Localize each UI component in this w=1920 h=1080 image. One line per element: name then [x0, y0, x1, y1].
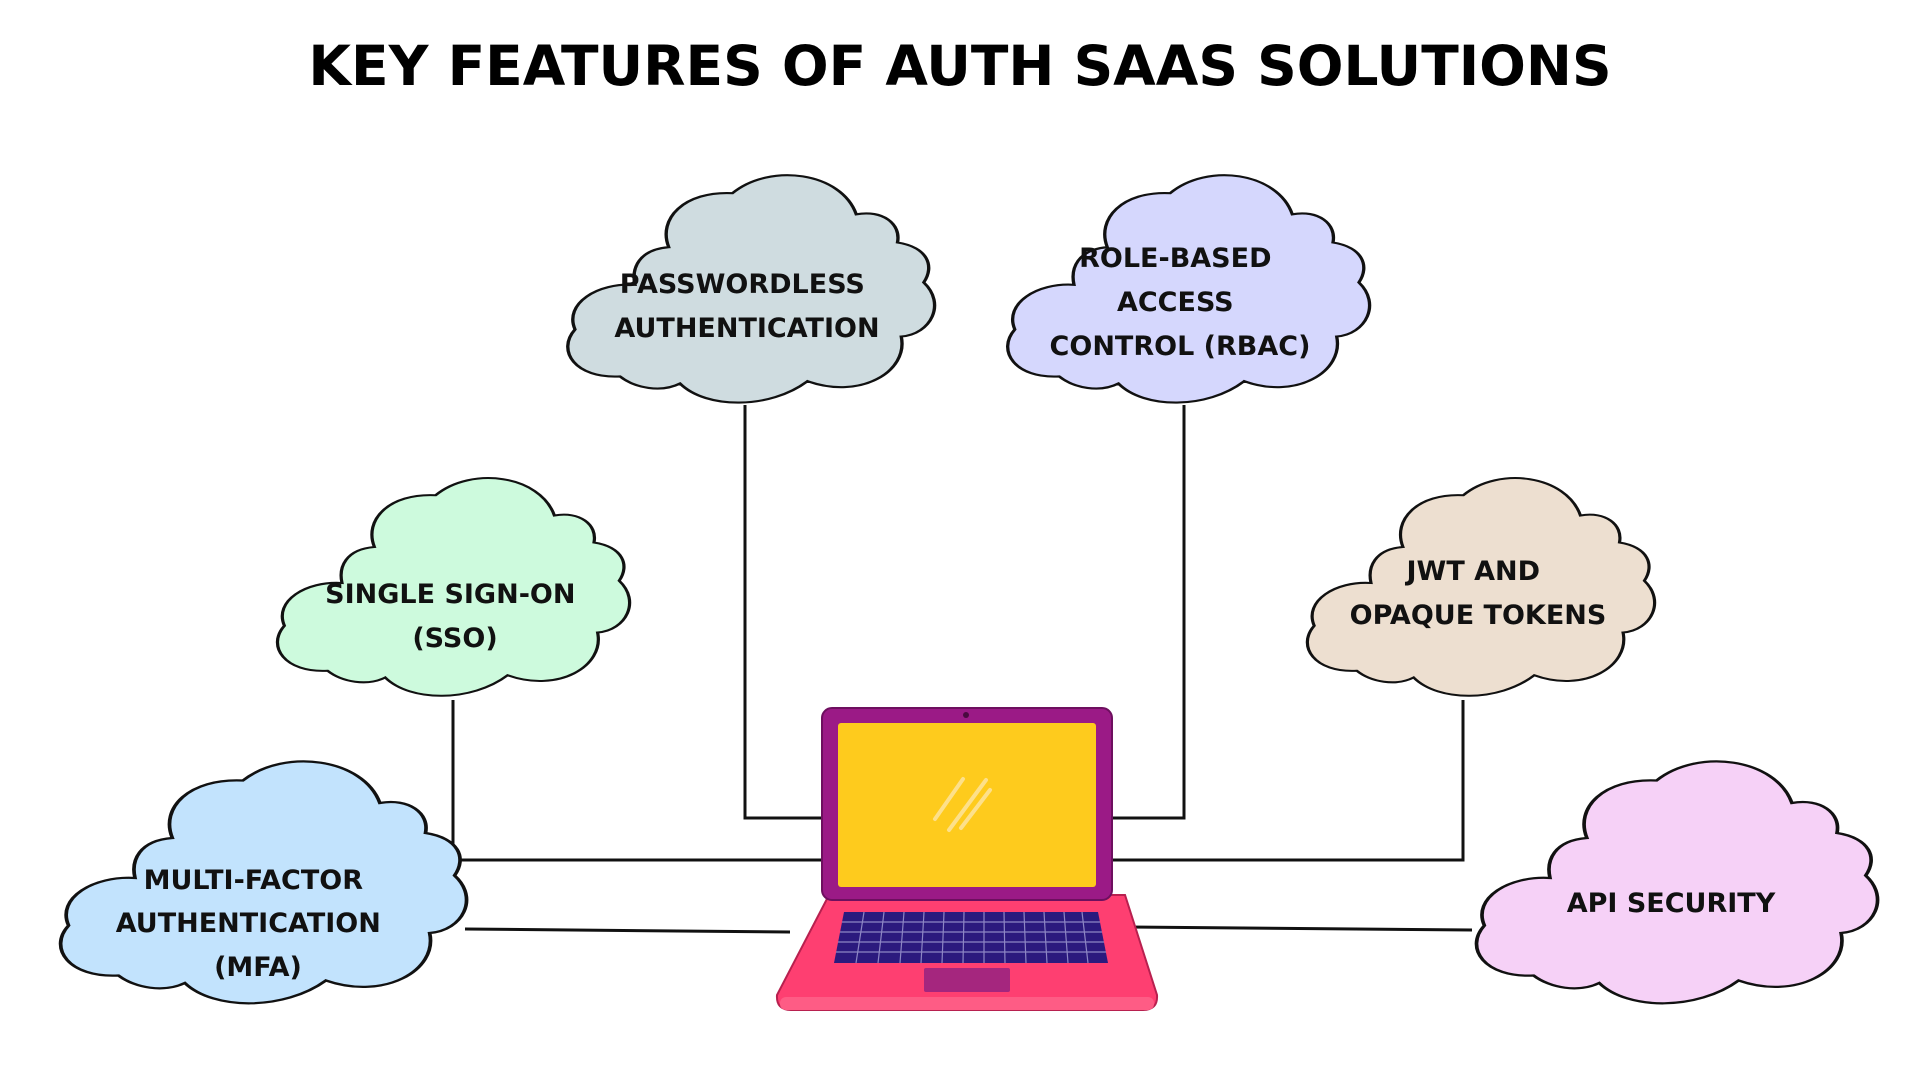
cloud-mfa: MULTI-FACTOR AUTHENTICATION (MFA): [61, 761, 467, 1003]
laptop-camera: [963, 712, 969, 718]
connector-api: [1124, 925, 1473, 932]
connector-jwt: [1112, 700, 1465, 862]
cloud-jwt: JWT AND OPAQUE TOKENS: [1305, 476, 1657, 698]
page-title: KEY FEATURES OF AUTH SAAS SOLUTIONS: [308, 34, 1612, 98]
screen-glare: [933, 777, 992, 832]
connector-sso: [451, 700, 822, 862]
cloud-passwordless-label: PASSWORDLESS AUTHENTICATION: [614, 269, 879, 344]
laptop-trackpad: [924, 968, 1010, 992]
laptop-base-lip: [780, 997, 1154, 1010]
connector-passwordless: [743, 405, 822, 820]
connector-rbac: [1112, 405, 1186, 820]
cloud-api-label: API SECURITY: [1567, 888, 1776, 919]
cloud-api-shape: [1477, 761, 1878, 1003]
cloud-mfa-label: MULTI-FACTOR AUTHENTICATION (MFA): [116, 865, 391, 983]
keyboard-keys: [836, 911, 1106, 964]
cloud-rbac: ROLE-BASED ACCESS CONTROL (RBAC): [1005, 173, 1372, 405]
cloud-sso-label: SINGLE SIGN-ON (SSO): [325, 579, 585, 654]
cloud-sso: SINGLE SIGN-ON (SSO): [275, 476, 632, 698]
cloud-passwordless: PASSWORDLESS AUTHENTICATION: [565, 173, 937, 405]
cloud-api: API SECURITY: [1477, 761, 1878, 1003]
connector-mfa: [464, 927, 791, 934]
cloud-jwt-label: JWT AND OPAQUE TOKENS: [1350, 556, 1607, 631]
laptop-illustration: [775, 707, 1159, 1011]
cloud-rbac-label: ROLE-BASED ACCESS CONTROL (RBAC): [1050, 243, 1311, 362]
